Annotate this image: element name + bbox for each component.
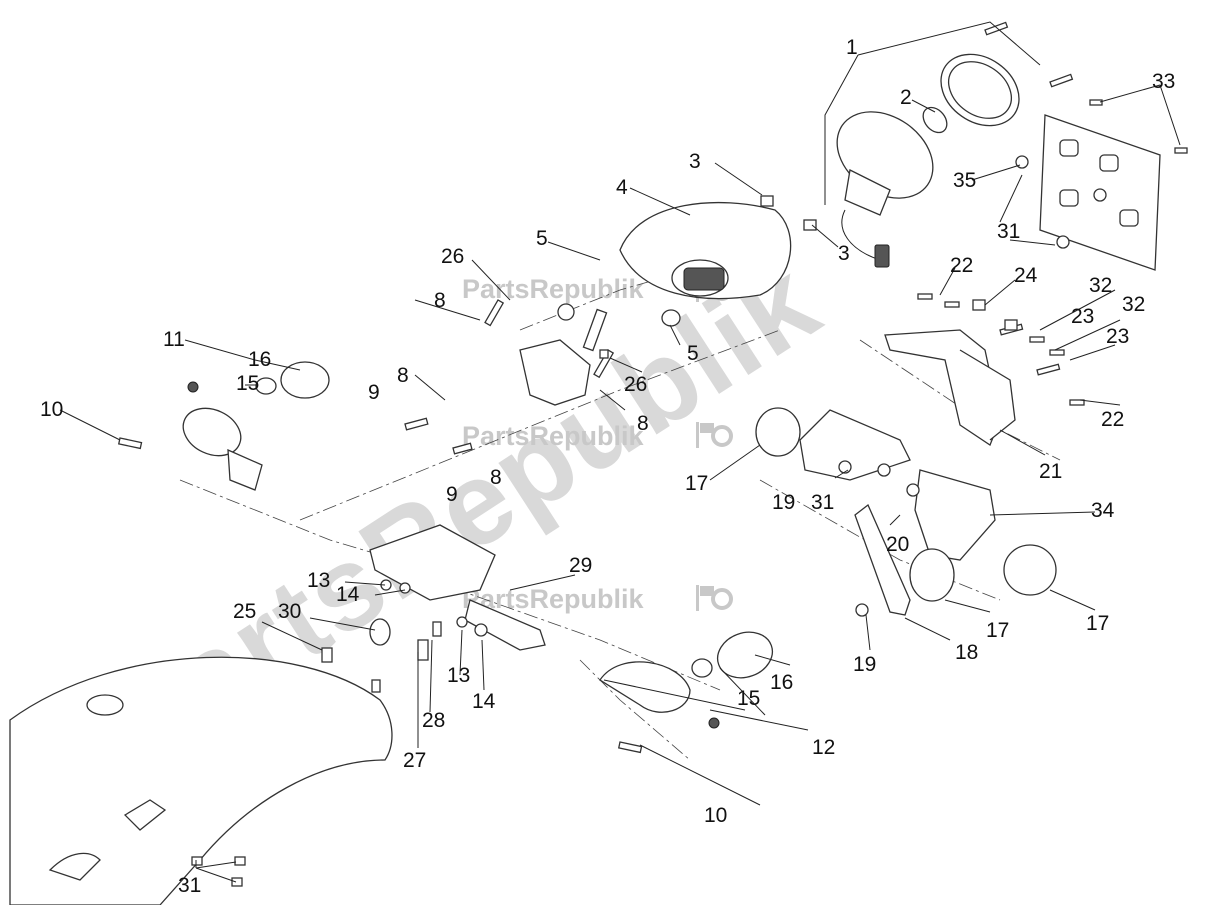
callout-24: 24 <box>1014 264 1038 287</box>
callout-17: 17 <box>1086 612 1109 635</box>
callout-32: 32 <box>1122 293 1145 316</box>
callout-31: 31 <box>178 874 201 897</box>
callout-9: 9 <box>368 381 380 404</box>
callout-9: 9 <box>446 483 458 506</box>
marker-dot <box>187 381 199 393</box>
callout-2: 2 <box>900 86 912 109</box>
callout-8: 8 <box>434 289 446 312</box>
callout-12: 12 <box>812 736 835 759</box>
callout-34: 34 <box>1091 499 1115 522</box>
tail-light-housing <box>619 201 792 300</box>
callout-33: 33 <box>1152 70 1175 93</box>
callout-19: 19 <box>772 491 795 514</box>
callout-18: 18 <box>955 641 978 664</box>
callout-16: 16 <box>248 348 271 371</box>
callout-labels: 1 2 3 3 4 5 5 8 8 8 8 9 9 10 10 11 12 13… <box>40 36 1175 897</box>
callout-22: 22 <box>950 254 973 277</box>
callout-30: 30 <box>278 600 301 623</box>
license-plate-holder <box>1039 114 1161 271</box>
callout-32: 32 <box>1089 274 1112 297</box>
callout-10: 10 <box>704 804 727 827</box>
small-fasteners <box>191 155 1070 887</box>
turn-signal-right <box>599 631 774 713</box>
tail-light-mount-plate <box>519 308 608 406</box>
callout-22: 22 <box>1101 408 1124 431</box>
callout-31: 31 <box>997 220 1020 243</box>
callout-29: 29 <box>569 554 592 577</box>
callout-13: 13 <box>447 664 470 687</box>
callout-5: 5 <box>687 342 699 365</box>
callout-20: 20 <box>886 533 909 556</box>
tail-light-lens-ring <box>940 53 1020 127</box>
callout-14: 14 <box>336 583 360 606</box>
callout-16: 16 <box>770 671 793 694</box>
rear-fender <box>9 656 393 905</box>
callout-26: 26 <box>624 373 647 396</box>
grommet <box>369 618 391 646</box>
callout-3: 3 <box>838 242 850 265</box>
gear-flag-icon <box>696 585 733 611</box>
tail-light-reflector <box>836 111 934 268</box>
callout-25: 25 <box>233 600 256 623</box>
leader-lines <box>59 21 1181 883</box>
callout-14: 14 <box>472 690 496 713</box>
callout-4: 4 <box>616 176 628 199</box>
callout-26: 26 <box>441 245 464 268</box>
callout-27: 27 <box>403 749 426 772</box>
gear-flag-icon <box>696 422 733 448</box>
turn-signal-bracket-lower <box>914 469 996 561</box>
callout-35: 35 <box>953 169 976 192</box>
turn-signal-left <box>182 361 330 491</box>
callout-15: 15 <box>236 372 259 395</box>
callout-13: 13 <box>307 569 330 592</box>
callout-8: 8 <box>397 364 409 387</box>
turn-signal-bracket-upper <box>799 409 911 481</box>
reflector-bracket <box>854 503 911 616</box>
callout-5: 5 <box>536 227 548 250</box>
callout-23: 23 <box>1106 325 1129 348</box>
callout-23: 23 <box>1071 305 1094 328</box>
callout-10: 10 <box>40 398 63 421</box>
callout-15: 15 <box>737 687 760 710</box>
callout-3: 3 <box>689 150 701 173</box>
callout-17: 17 <box>986 619 1009 642</box>
rear-light-mount <box>369 524 546 651</box>
license-plate-bracket <box>884 329 1016 446</box>
callout-1: 1 <box>846 36 858 59</box>
callout-28: 28 <box>422 709 445 732</box>
callout-19: 19 <box>853 653 876 676</box>
callout-11: 11 <box>163 328 185 351</box>
reflector-middle <box>909 548 955 602</box>
bulb <box>922 106 948 134</box>
callout-21: 21 <box>1039 460 1062 483</box>
marker-dot <box>708 717 720 729</box>
screws <box>117 21 1188 754</box>
reflector-right <box>1003 544 1057 596</box>
callout-8: 8 <box>490 466 502 489</box>
reflector-top <box>755 407 801 457</box>
callout-17: 17 <box>685 472 708 495</box>
watermark-small-top: PartsRepublik <box>462 274 645 304</box>
callout-8: 8 <box>637 412 649 435</box>
callout-31: 31 <box>811 491 834 514</box>
watermark-small-middle: PartsRepublik <box>462 421 645 451</box>
